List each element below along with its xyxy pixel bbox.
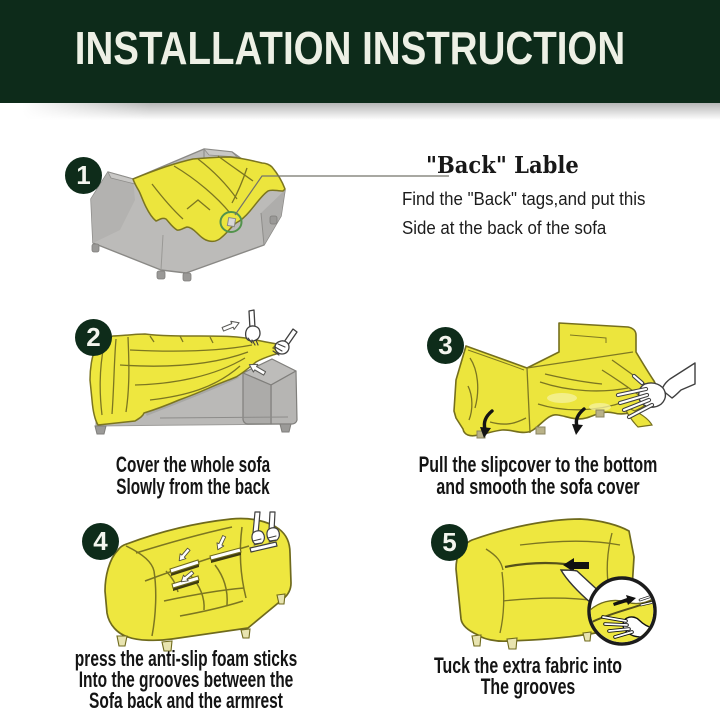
right-hand bbox=[274, 340, 290, 355]
step1-body-text: Find the "Back" tags,and put this Side a… bbox=[402, 188, 646, 238]
back-label-leader-line bbox=[234, 175, 449, 216]
pulling-hand bbox=[615, 362, 696, 420]
step4-caption: press the anti-slip foam sticks Into the… bbox=[28, 646, 343, 713]
step5-caption-text: Tuck the extra fabric into The grooves bbox=[434, 653, 622, 699]
step3-badge: 3 bbox=[427, 327, 464, 364]
step4-illustration bbox=[104, 511, 292, 652]
step1-illustration bbox=[90, 148, 449, 282]
step3-illustration bbox=[453, 322, 696, 439]
step3-caption: Pull the slipcover to the bottom and smo… bbox=[374, 452, 703, 500]
step5-badge: 5 bbox=[431, 524, 468, 561]
step1-heading: "Back" Lable bbox=[426, 152, 579, 179]
step2-caption-text: Cover the whole sofa Slowly from the bac… bbox=[115, 452, 271, 500]
step4-caption-text: press the anti-slip foam sticks Into the… bbox=[74, 646, 298, 713]
step2-badge: 2 bbox=[75, 319, 112, 356]
page-title: INSTALLATION INSTRUCTION bbox=[74, 22, 626, 74]
step3-caption-text: Pull the slipcover to the bottom and smo… bbox=[418, 452, 658, 500]
banner-shadow-fade bbox=[0, 103, 150, 120]
tucking-hand bbox=[601, 615, 654, 639]
step2-caption: Cover the whole sofa Slowly from the bac… bbox=[82, 452, 303, 500]
step2-illustration bbox=[89, 309, 298, 435]
step5-caption: Tuck the extra fabric into The grooves bbox=[398, 653, 658, 699]
step4-badge: 4 bbox=[82, 523, 119, 560]
banner-shadow bbox=[0, 103, 720, 120]
step1-badge: 1 bbox=[65, 157, 102, 194]
tuck-arrow-icon bbox=[563, 558, 589, 572]
foam-stick-grooves bbox=[169, 547, 242, 591]
left-hand bbox=[244, 325, 261, 342]
magnifier-detail bbox=[471, 576, 657, 650]
pressing-hands bbox=[249, 511, 280, 553]
step5-illustration bbox=[455, 518, 657, 650]
title-banner: INSTALLATION INSTRUCTION bbox=[0, 0, 720, 103]
arrow-up-right-icon bbox=[220, 318, 242, 334]
